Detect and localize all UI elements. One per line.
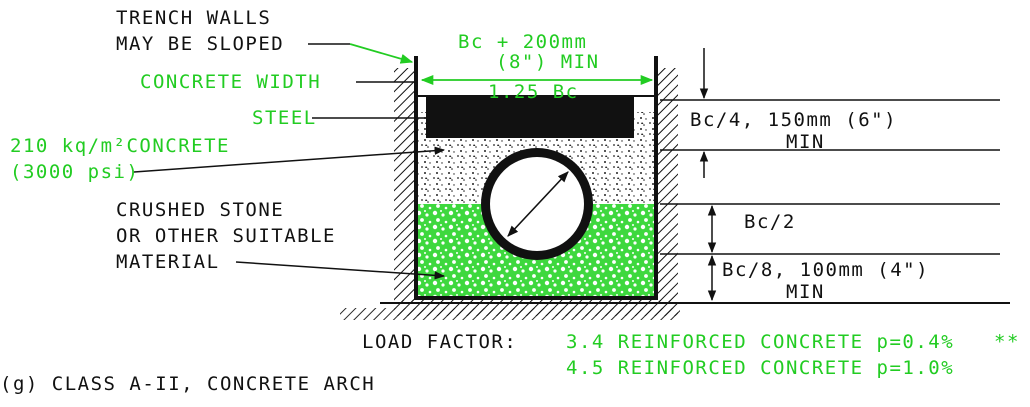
steel-slab — [426, 96, 634, 138]
load-factor-mark: ** — [994, 331, 1020, 353]
label-stone-line3: MATERIAL — [116, 251, 220, 273]
width-dim-line1: Bc + 200mm — [458, 31, 587, 53]
label-concrete-line1: 210 kq/m²CONCRETE — [10, 135, 230, 157]
dim-top-cover-line1: Bc/4, 150mm (6") — [690, 109, 897, 131]
pipe — [481, 148, 593, 260]
label-concrete-line2: (3000 psi) — [10, 161, 139, 183]
leader-trench-green — [349, 43, 414, 64]
leader-concrete — [133, 146, 446, 173]
dim-half-dia: Bc/2 — [744, 211, 796, 233]
label-concrete-width: CONCRETE WIDTH — [140, 71, 321, 93]
trench-walls — [414, 56, 658, 300]
label-trench-line2: MAY BE SLOPED — [116, 33, 284, 55]
label-stone-line1: CRUSHED STONE — [116, 199, 284, 221]
extension-lines — [660, 99, 1000, 255]
width-dim-line2: (8") MIN — [496, 51, 600, 73]
dim-top-cover-line2: MIN — [786, 131, 825, 153]
width-dim-line3: 1.25 Bc — [488, 81, 579, 103]
leader-stone — [235, 261, 446, 280]
vertical-dimension-arrows — [699, 48, 717, 302]
dim-bedding-line2: MIN — [786, 281, 825, 303]
load-factor-label: LOAD FACTOR: — [362, 331, 517, 353]
load-factor-line2: 4.5 REINFORCED CONCRETE p=1.0% — [566, 357, 954, 379]
dim-bedding-line1: Bc/8, 100mm (4") — [722, 259, 929, 281]
label-steel: STEEL — [252, 107, 317, 129]
load-factor-line1: 3.4 REINFORCED CONCRETE p=0.4% — [566, 331, 954, 353]
label-stone-line2: OR OTHER SUITABLE — [116, 225, 336, 247]
label-trench-line1: TRENCH WALLS — [116, 7, 271, 29]
diagram-caption: (g) CLASS A-II, CONCRETE ARCH — [0, 373, 375, 395]
